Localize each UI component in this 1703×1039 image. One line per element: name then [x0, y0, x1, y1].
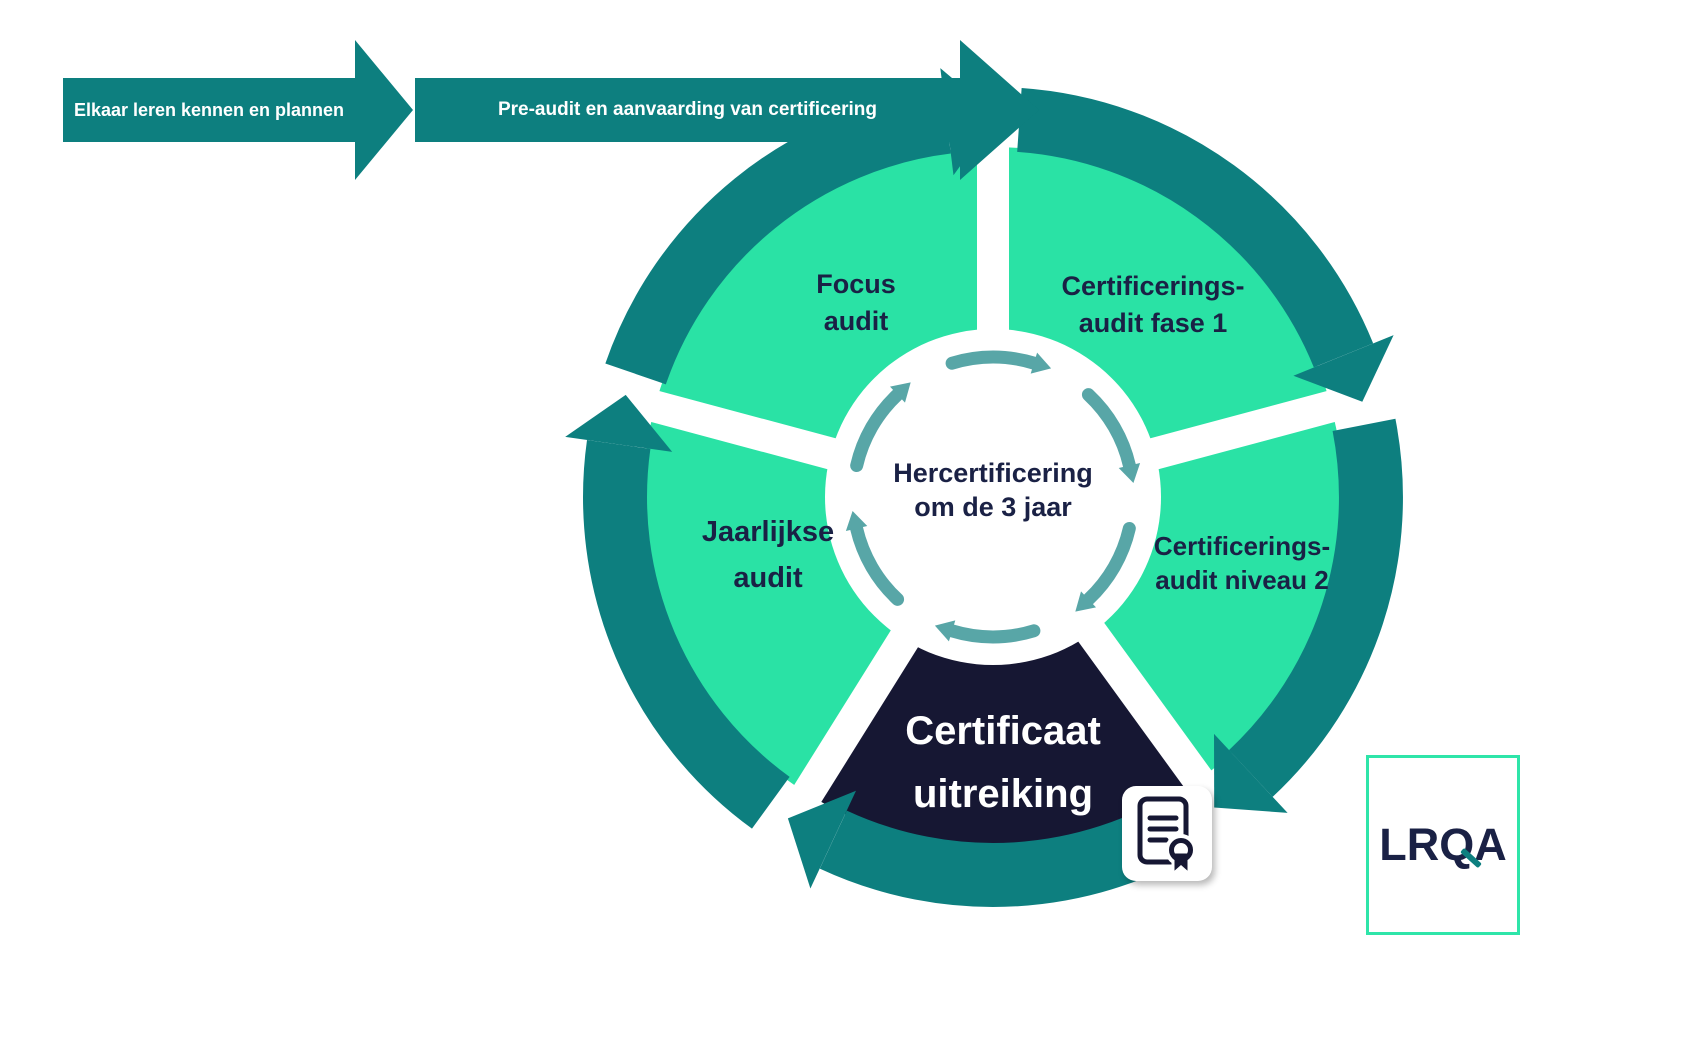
segment-label-line: Certificerings-: [1153, 531, 1331, 561]
certificate-icon: [1137, 796, 1197, 878]
process-arrow-2-label: Pre-audit en aanvaarding van certificeri…: [497, 99, 878, 120]
cycle-ring-arc: [1228, 418, 1403, 797]
cycle-center-line: Hercertificering: [893, 458, 1093, 488]
segment-label-line: audit fase 1: [1078, 308, 1228, 338]
segment-label-certificerings-niveau-2: Certificerings- audit niveau 2: [1097, 529, 1387, 597]
segment-label-jaarlijkse-audit: Jaarlijkse audit: [658, 509, 878, 601]
cycle-ring-arrowhead: [787, 790, 856, 889]
cycle-ring-arrowhead: [565, 394, 673, 452]
segment-label-line: audit: [823, 306, 889, 336]
cycle-ring-arc: [583, 439, 790, 829]
cycle-ring-arc: [1016, 87, 1374, 368]
lrqa-logo: LRQA: [1366, 755, 1520, 935]
segment-label-line: audit: [733, 562, 803, 594]
segment-label-line: audit niveau 2: [1155, 565, 1329, 595]
segment-label-line: Certificaat: [905, 709, 1101, 753]
right-arrow-shape: [63, 40, 413, 180]
right-arrow-shape: [415, 40, 1039, 180]
segment-certificaat-uitreiking-wedge: [807, 497, 1199, 848]
process-arrow-1: Elkaar leren kennen en plannen: [63, 40, 415, 180]
segment-label-focus-audit: Focus audit: [746, 266, 966, 340]
cycle-ring: [565, 68, 1403, 907]
segment-label-line: Jaarlijkse: [701, 516, 835, 548]
cycle-center-disc: [825, 329, 1161, 665]
cycle-center-line: om de 3 jaar: [914, 492, 1072, 522]
segment-label-line: Certificerings-: [1061, 271, 1245, 301]
cycle-center-label: Hercertificering om de 3 jaar: [843, 456, 1143, 524]
certificate-badge: [1122, 786, 1212, 881]
process-arrow-2: Pre-audit en aanvaarding van certificeri…: [415, 40, 1039, 180]
lrqa-logo-text: LRQA: [1379, 819, 1507, 870]
segment-label-certificaat-uitreiking: Certificaat uitreiking: [853, 700, 1153, 826]
recycle-arrows-icon: [839, 350, 1147, 642]
segment-label-line: Focus: [816, 269, 896, 299]
segment-label-line: uitreiking: [912, 772, 1094, 816]
process-arrow-1-label: Elkaar leren kennen en plannen: [73, 99, 345, 120]
cycle-ring-arrowhead: [1293, 335, 1394, 402]
certification-cycle-diagram: [565, 65, 1415, 907]
segment-label-certificerings-fase-1: Certificerings- audit fase 1: [1023, 268, 1283, 342]
